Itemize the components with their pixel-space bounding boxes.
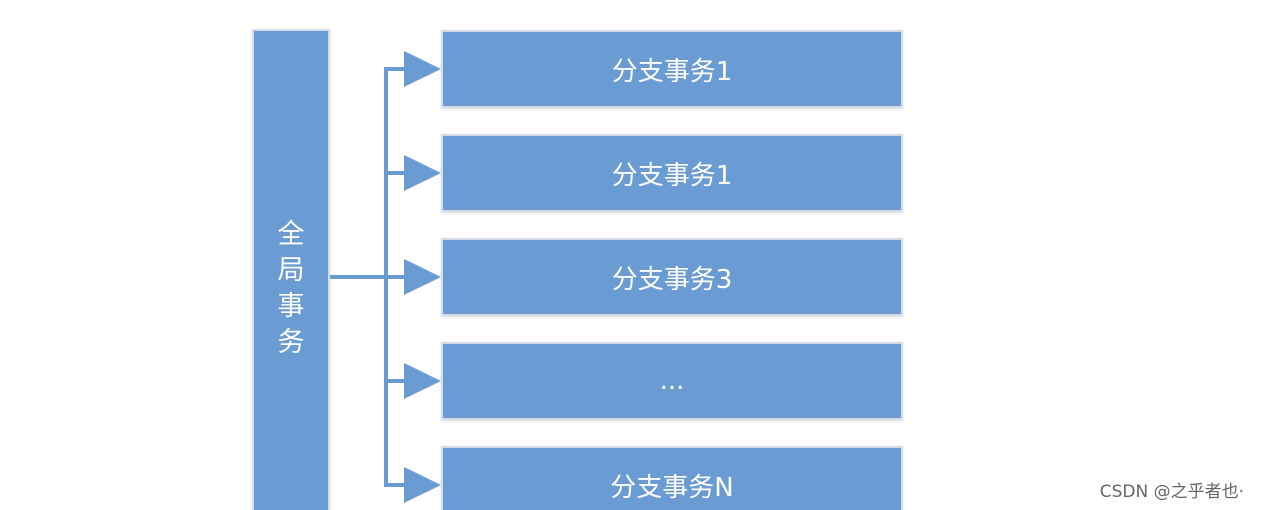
- branch-transaction-label: 分支事务1: [611, 56, 733, 87]
- branch-transaction-label: ...: [659, 366, 685, 396]
- arrowhead-icon: [404, 259, 441, 295]
- branch-transaction-label: 分支事务N: [610, 472, 734, 503]
- branch-transaction-box-ellipsis: ...: [441, 342, 903, 420]
- global-label-char: 局: [277, 255, 305, 286]
- global-label-char: 全: [277, 219, 305, 250]
- branch-transaction-box-n: 分支事务N: [441, 446, 903, 510]
- global-label-char: 务: [277, 327, 305, 358]
- branch-transaction-label: 分支事务1: [611, 160, 733, 191]
- branch-transaction-box-3: 分支事务3: [441, 238, 903, 316]
- arrowhead-icon: [404, 467, 441, 503]
- branch-transaction-box-1: 分支事务1: [441, 30, 903, 108]
- arrowhead-icon: [404, 363, 441, 399]
- global-transaction-label: 全 局 事 务: [254, 217, 328, 361]
- global-transaction-box: 全 局 事 务: [252, 29, 330, 510]
- global-label-char: 事: [277, 291, 305, 322]
- branch-transaction-label: 分支事务3: [611, 264, 733, 295]
- arrowhead-icon: [404, 51, 441, 87]
- branch-transaction-box-2: 分支事务1: [441, 134, 903, 212]
- watermark-text: CSDN @之乎者也·: [1095, 477, 1248, 502]
- arrowhead-icon: [404, 155, 441, 191]
